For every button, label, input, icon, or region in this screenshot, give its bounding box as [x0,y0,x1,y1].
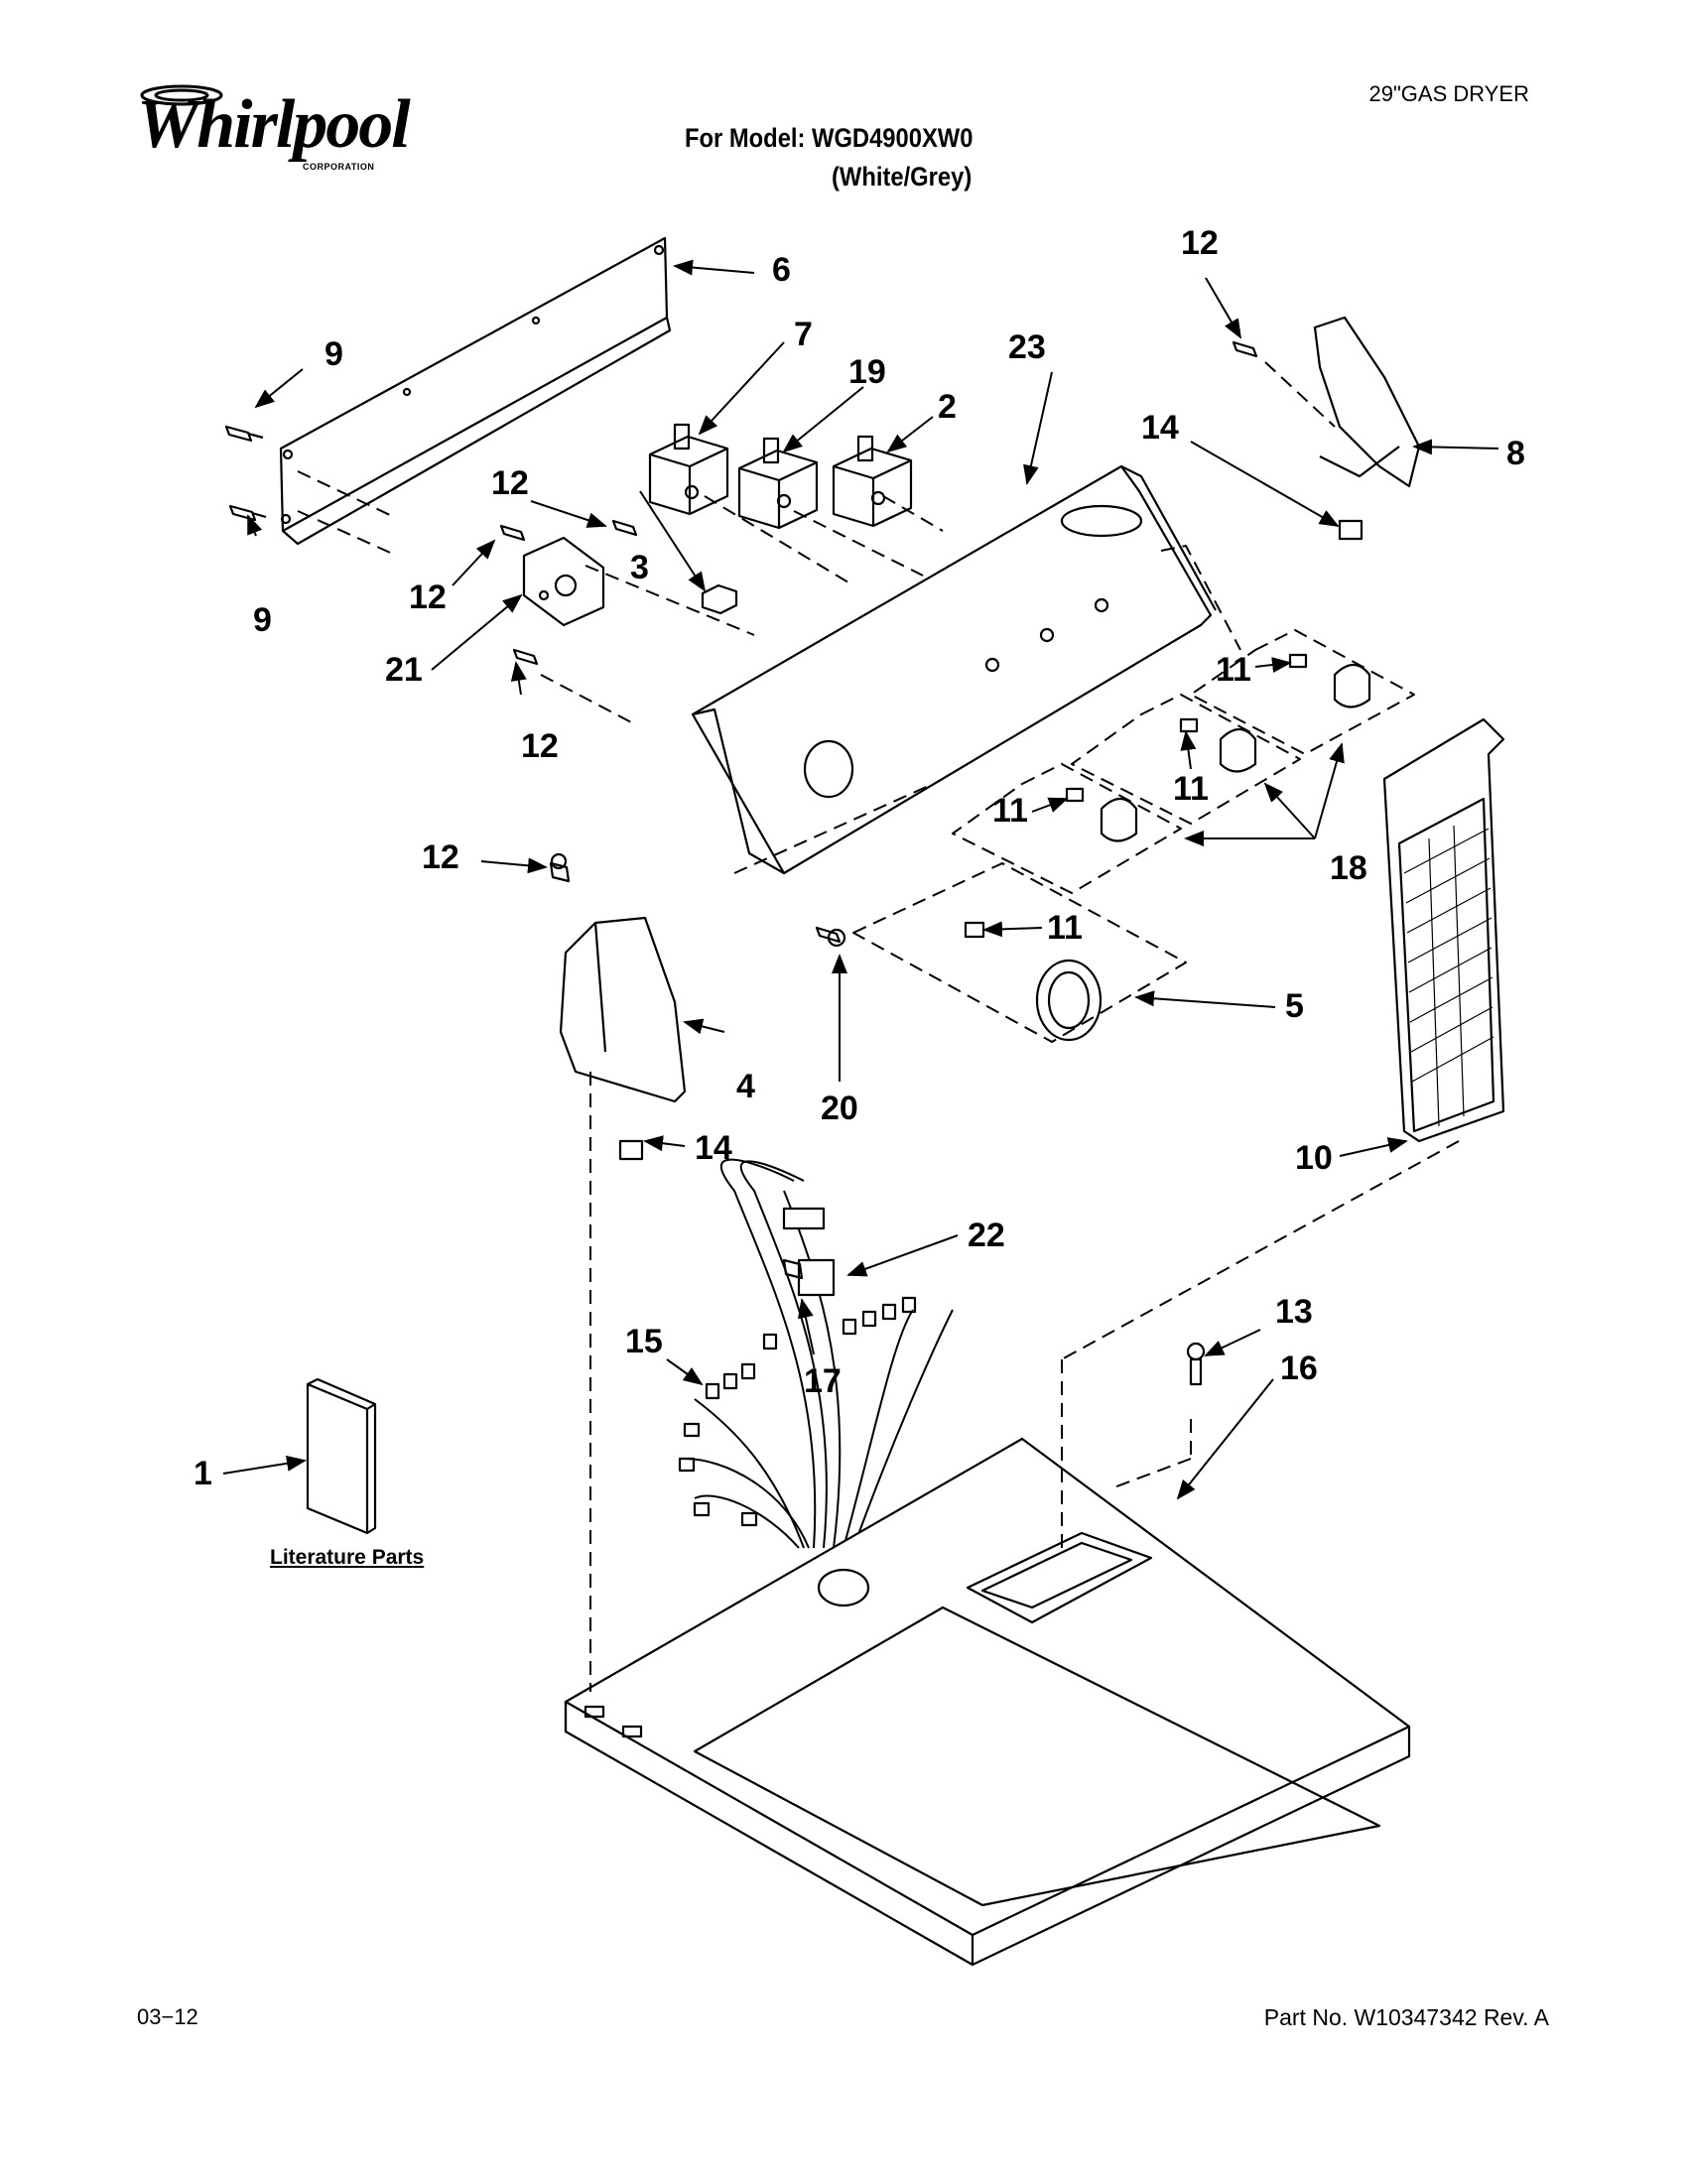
top-panel-part-16 [564,1437,1411,1967]
model-color: (White/Grey) [832,162,973,192]
screw-part-12-switch [611,519,638,537]
callout-7: 7 [794,316,813,353]
brand-logo: Whirlpool [137,86,411,163]
callout-17: 17 [804,1362,842,1400]
literature-parts-label: Literature Parts [270,1546,425,1569]
callout-3: 3 [630,549,649,586]
shaft-part-11a [1288,653,1308,669]
screw-part-13 [1186,1342,1206,1386]
callout-4: 4 [736,1068,755,1105]
knob-part-18b [1219,727,1257,773]
callout-23: 23 [1008,328,1046,366]
callout-14: 14 [1141,409,1179,447]
switch-part-7 [648,423,729,516]
part-number: Part No. W10347342 Rev. A [1263,2004,1549,2030]
side-cover-part-4 [559,916,687,1103]
callout-6: 6 [772,251,791,289]
clip-part-14-bracket [1338,519,1363,541]
callout-11: 11 [1047,909,1083,947]
callout-15: 15 [625,1323,663,1360]
callout-12: 12 [491,464,529,502]
callout-22: 22 [968,1217,1005,1254]
document-type: 29"GAS DRYER [1368,81,1529,106]
callout-11: 11 [1216,651,1251,689]
callout-20: 20 [821,1090,858,1127]
callout-9: 9 [325,335,343,373]
switch-part-19 [737,437,819,530]
revision-date: 03−12 [137,2004,198,2029]
leader-dashed-lines [297,361,1460,1692]
callout-12: 12 [521,727,559,765]
callout-12: 12 [422,838,459,876]
harness-connectors [678,1207,917,1527]
rear-panel-part-6 [279,236,672,546]
whirlpool-logo-swoosh [140,84,223,106]
callout-8: 8 [1506,435,1525,472]
clip-part-14-cover [618,1139,644,1161]
callout-1: 1 [194,1455,212,1492]
shaft-part-11b [1179,717,1199,733]
switch-part-2 [832,435,913,528]
callout-5: 5 [1285,987,1304,1025]
screw-part-17 [782,1258,804,1280]
callout-9: 9 [253,601,272,639]
brand-subtitle: CORPORATION [303,162,375,172]
callout-16: 16 [1280,1349,1318,1387]
callout-10: 10 [1295,1139,1333,1177]
control-console-part-23 [691,464,1217,875]
shaft-part-11d [964,921,985,939]
screw-part-12-timer-bottom [512,648,539,666]
callout-11: 11 [992,792,1028,830]
screw-part-12-bracket [1232,340,1258,358]
callout-13: 13 [1275,1293,1313,1331]
callout-14: 14 [695,1129,732,1167]
literature-part-1 [306,1377,377,1535]
timer-part-21 [522,536,605,627]
callout-11: 11 [1173,770,1209,808]
callout-12: 12 [409,578,447,616]
assembly-dashed-outlines [733,545,1415,1043]
wire-harness-part-15 [684,1158,954,1549]
lint-screen-part-10 [1382,717,1505,1143]
callout-2: 2 [938,388,957,426]
screw-part-20 [815,926,846,948]
shaft-part-11c [1065,787,1085,803]
screw-part-12-timer-top [499,524,526,542]
callout-19: 19 [848,353,886,391]
screw-part-12-left [549,852,571,883]
screw-part-9a [224,425,264,443]
callout-12: 12 [1181,224,1219,262]
knob-part-18c [1100,797,1138,842]
knob-part-18a [1333,663,1371,708]
clip-part-3 [701,583,738,615]
callout-arrows [222,259,1499,1500]
callout-21: 21 [385,651,423,689]
timer-knob-part-5 [1035,959,1103,1042]
callout-18: 18 [1330,849,1367,887]
bracket-part-8 [1313,316,1421,488]
model-number: For Model: WGD4900XW0 [685,123,974,153]
